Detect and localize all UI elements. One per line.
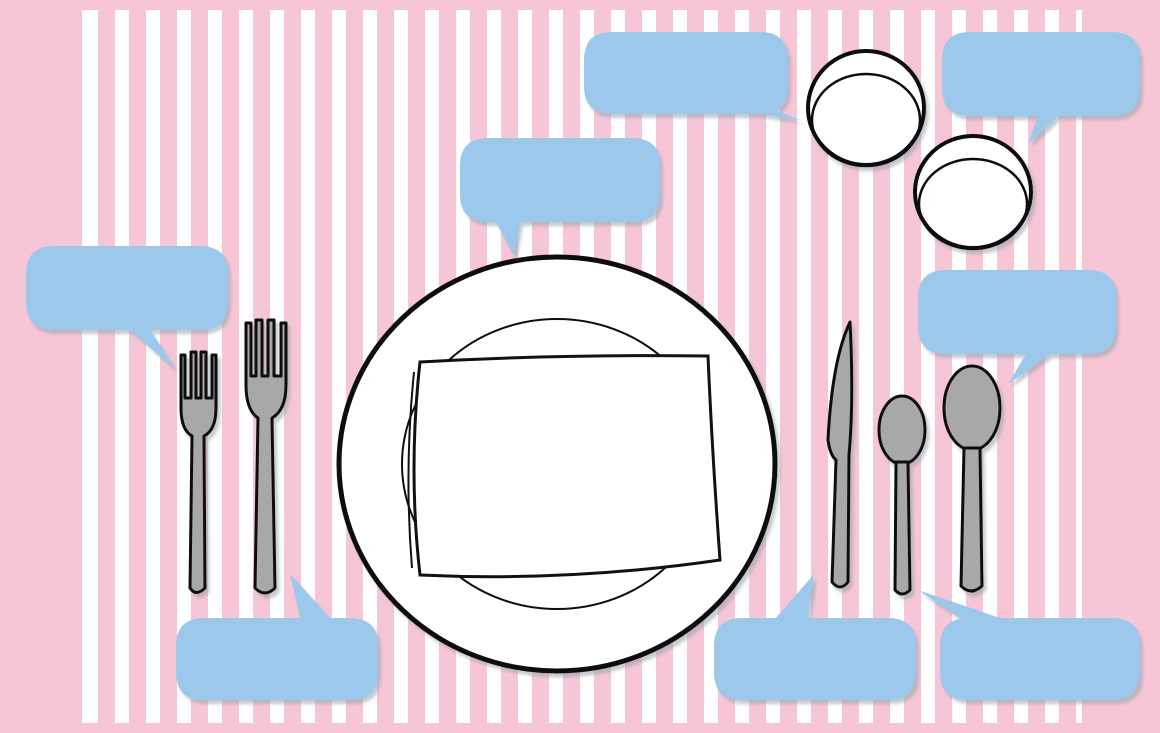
- placemat-border-band: [0, 0, 82, 733]
- drinking-glass-icon: [808, 51, 924, 166]
- placemat-stripe: [160, 0, 177, 733]
- placemat-stripe: [129, 0, 146, 733]
- callout-top-glass-left[interactable]: [584, 32, 800, 120]
- napkin-icon: [408, 356, 720, 577]
- drinking-glass-icon: [915, 136, 1031, 249]
- placemat-stripe: [98, 0, 115, 733]
